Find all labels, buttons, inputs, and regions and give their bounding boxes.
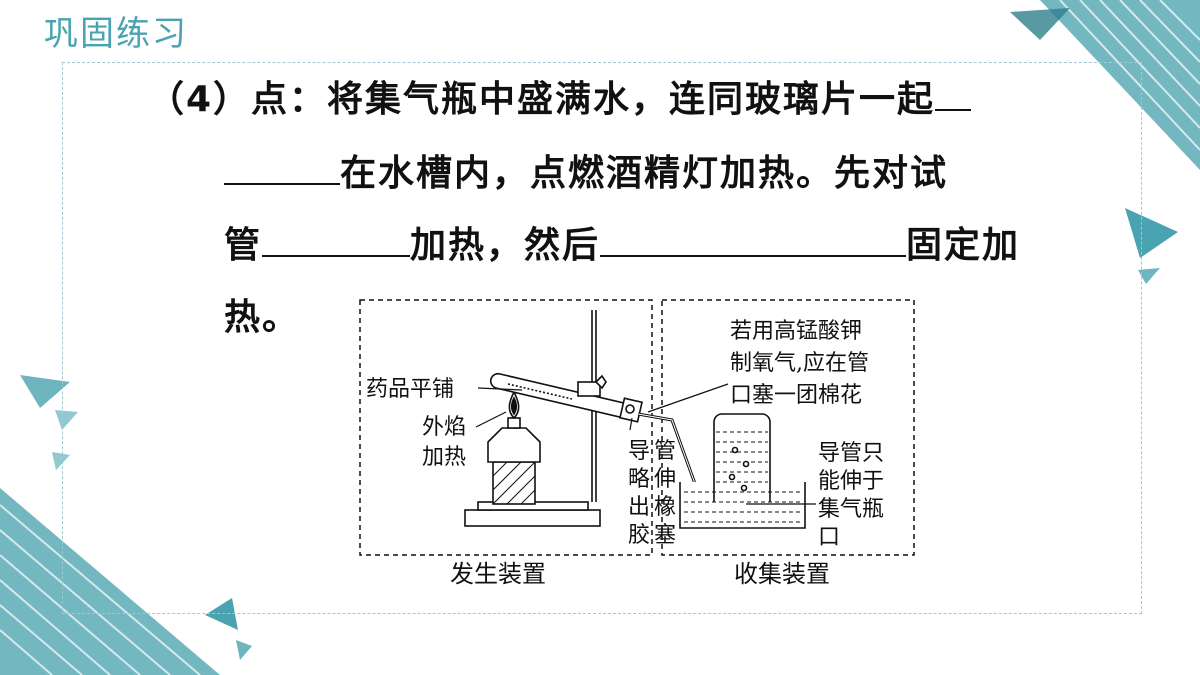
label-jiqi-4: 口 <box>818 525 840 550</box>
label-mianhua-3: 口塞一团棉花 <box>730 383 862 408</box>
clamp <box>577 374 607 397</box>
question-line-1: （4）点：将集气瓶中盛满水，连同玻璃片一起 <box>148 70 972 122</box>
iron-stand <box>464 310 601 527</box>
caption-collection: 收集装置 <box>734 560 830 588</box>
lamp-stand-block <box>492 461 536 505</box>
label-jiqi-1: 导管只 <box>818 441 884 466</box>
label-jiqi-2: 能伸于 <box>818 469 884 494</box>
question-line-2-text: 在水槽内，点燃酒精灯加热。先对试 <box>340 153 949 194</box>
label-waiyan-2: 加热 <box>422 445 466 470</box>
answer-blank-2[interactable] <box>262 225 411 257</box>
question-line-3-part-a: 管 <box>224 225 263 266</box>
collection-box <box>661 299 915 556</box>
apparatus-figure: 药品平铺 外焰 加热 导 略 出 胶 管 伸 橡 塞 若用高锰酸钾 制氧气,应在… <box>350 292 920 597</box>
question-line-1-text: （4）点：将集气瓶中盛满水，连同玻璃片一起 <box>148 79 936 120</box>
content-frame <box>62 62 1142 614</box>
apparatus-diagram: 药品平铺 外焰 加热 导 略 出 胶 管 伸 橡 塞 若用高锰酸钾 制氧气,应在… <box>359 299 915 588</box>
answer-blank-1a[interactable] <box>935 79 972 111</box>
label-mianhua-1: 若用高锰酸钾 <box>730 319 862 344</box>
question-line-2: 在水槽内，点燃酒精灯加热。先对试 <box>224 144 948 196</box>
generation-box <box>359 299 653 556</box>
gas-collecting-bottle <box>713 413 771 502</box>
label-waiyan-1: 外焰 <box>422 415 466 440</box>
label-daoguan-4: 胶 <box>628 523 650 548</box>
label-daoguan-8: 塞 <box>654 523 676 548</box>
leader-lines <box>475 383 816 505</box>
label-daoguan-5: 管 <box>654 439 676 464</box>
label-daoguan-3: 出 <box>628 495 650 520</box>
answer-blank-3[interactable] <box>600 225 907 257</box>
label-daoguan-7: 橡 <box>654 495 676 520</box>
alcohol-lamp <box>487 390 541 463</box>
question-line-4: 热。 <box>224 297 301 338</box>
label-yaopin: 药品平铺 <box>366 377 454 402</box>
label-mianhua-2: 制氧气,应在管 <box>730 351 869 376</box>
question-line-3: 管 加热，然后 固定加 <box>224 216 1020 268</box>
water-trough <box>679 482 806 529</box>
label-daoguan-1: 导 <box>628 439 650 464</box>
label-jiqi-3: 集气瓶 <box>818 497 884 522</box>
label-daoguan-6: 伸 <box>654 467 676 492</box>
answer-blank-1b[interactable] <box>224 153 340 185</box>
question-block: （4）点：将集气瓶中盛满水，连同玻璃片一起 在水槽内，点燃酒精灯加热。先对试 管… <box>148 66 1068 346</box>
label-daoguan-2: 略 <box>628 467 650 492</box>
caption-generation: 发生装置 <box>450 560 546 588</box>
question-line-3-part-b: 加热，然后 <box>410 225 601 266</box>
test-tube <box>489 372 643 423</box>
page-title: 巩固练习 <box>44 14 188 54</box>
question-line-3-part-c: 固定加 <box>906 225 1021 266</box>
